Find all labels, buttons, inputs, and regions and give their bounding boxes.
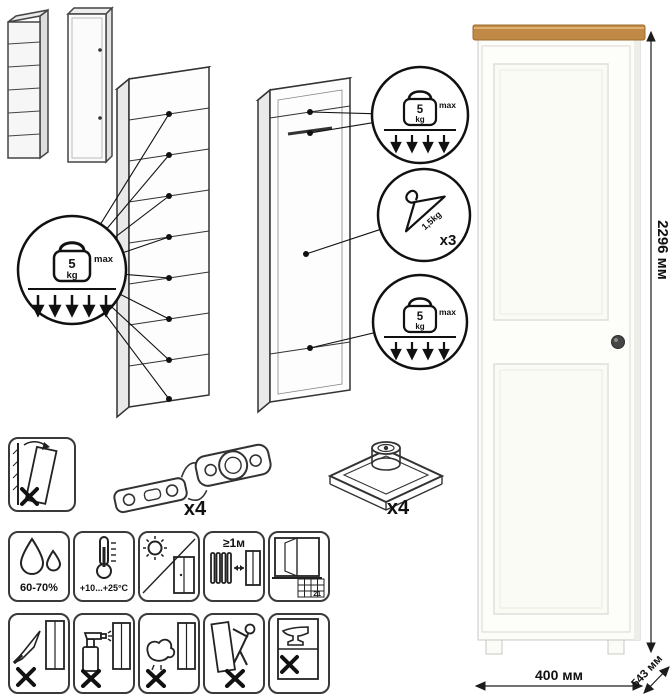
no-sharp-tools-box [8, 613, 70, 694]
x-mark-icon [280, 655, 299, 674]
x-mark-icon [16, 667, 36, 687]
weight-unit: kg [415, 115, 424, 124]
x-mark-icon [225, 669, 245, 688]
temperature-box: +10...+25°C [73, 531, 135, 602]
depth-dimension-label: 543 мм [629, 653, 665, 690]
wardrobe-body [472, 24, 646, 655]
no-spray-cleaner-icon [81, 622, 131, 688]
foot-hardware: x4 [327, 441, 445, 518]
weight-icon [402, 297, 438, 334]
weight-value: 5 [68, 256, 75, 271]
no-heavy-load-box [268, 613, 330, 694]
down-arrows-icon [390, 135, 450, 154]
concealed-hinge-icon [113, 443, 272, 514]
hanging-cabinet-diagram: 5 kg max 1,5kg x3 [255, 65, 472, 414]
width-dimension-label: 400 мм [535, 667, 583, 683]
hinge-hardware: x4 [113, 443, 272, 519]
hinge-count-label: x4 [184, 498, 207, 519]
hanger-count-label: x3 [440, 232, 457, 249]
top-load-callout: 5 kg max [370, 65, 470, 165]
ventilation-box: 21 [268, 531, 330, 602]
no-sharp-tools-icon [12, 620, 65, 687]
anti-tip-warning-box [8, 437, 76, 512]
no-wet-cloth-icon [146, 622, 196, 688]
temperature-label: +10...+25°C [79, 583, 129, 593]
mini-wardrobe-open [7, 8, 49, 160]
no-heavy-load-icon [277, 618, 319, 680]
dimension-height: 2296 мм [646, 30, 671, 654]
no-direct-sunlight-icon [142, 536, 196, 594]
shelf-dots [166, 111, 172, 402]
wall-anchor-warning-icon [12, 440, 58, 506]
height-dimension-label: 2296 мм [654, 220, 671, 280]
max-label: max [439, 100, 456, 110]
weight-unit: kg [415, 322, 424, 331]
wardrobe-render: 2296 мм 400 мм 543 мм [472, 24, 671, 694]
thermometer-icon [96, 536, 116, 579]
x-mark-icon [81, 669, 101, 688]
weight-icon [52, 241, 92, 283]
shelf-cabinet-drawing [114, 65, 212, 419]
heater-distance-icon [210, 550, 261, 586]
humidity-label: 60-70% [20, 582, 58, 594]
mini-wardrobes-thumbnails [7, 6, 114, 164]
weight-value: 5 [417, 311, 424, 323]
foot-count-label: x4 [387, 497, 410, 518]
adjustable-foot-icon [327, 441, 445, 511]
shelf-load-callout: 5 kg max [16, 214, 128, 326]
wardrobe-foot [485, 639, 503, 655]
do-not-drag-box [203, 613, 265, 694]
down-arrows-icon [390, 342, 450, 361]
heater-distance-box: ≥1м [203, 531, 265, 602]
hanging-cabinet-drawing [255, 76, 353, 414]
knob-highlight [614, 338, 618, 342]
x-mark-icon [146, 669, 166, 688]
weight-value: 5 [417, 104, 424, 116]
shelf-cabinet-diagram: 5 kg max [16, 65, 212, 419]
x-mark-icon [20, 487, 39, 506]
water-drops-icon [19, 537, 62, 575]
down-arrows-icon [31, 295, 113, 318]
no-sunlight-box [138, 531, 200, 602]
door-knob [611, 335, 625, 349]
ventilated-room-icon: 21 [272, 537, 325, 598]
weight-unit: kg [66, 270, 77, 281]
max-label: max [94, 254, 114, 265]
do-not-drag-icon [210, 620, 256, 688]
weight-icon [402, 90, 438, 127]
dimension-width: 400 мм [474, 667, 644, 691]
dimension-depth: 543 мм [629, 653, 670, 694]
no-wet-cloth-box [138, 613, 200, 694]
no-spray-box [73, 613, 135, 694]
mini-wardrobe-closed [66, 6, 114, 164]
wardrobe-foot [607, 639, 625, 655]
humidity-box: 60-70% [8, 531, 70, 602]
callout-dots [303, 109, 313, 351]
vent-number-label: 21 [313, 591, 321, 598]
max-label: max [439, 307, 456, 317]
hanger-callout: 1,5kg x3 [376, 167, 472, 263]
bottom-load-callout: 5 kg max [371, 273, 469, 371]
distance-label: ≥1м [222, 536, 246, 550]
